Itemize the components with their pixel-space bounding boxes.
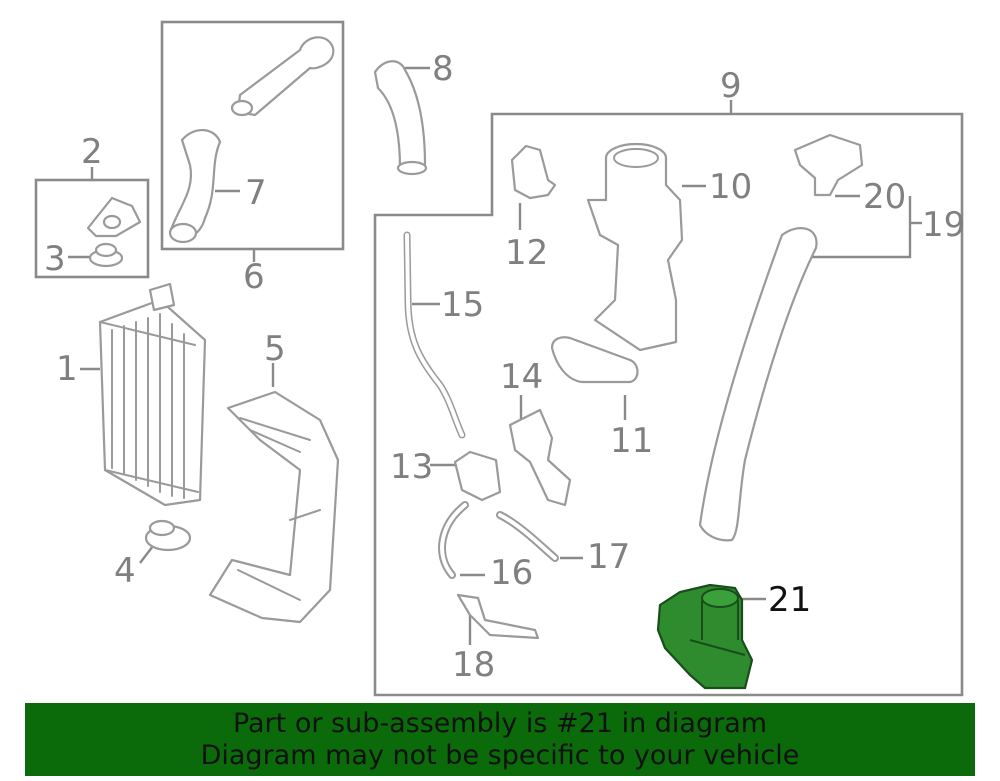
hose-part-7 (168, 129, 222, 240)
banner-line-1: Part or sub-assembly is #21 in diagram (232, 708, 768, 739)
hose-8-end (396, 160, 428, 176)
callout-2: 2 (81, 132, 103, 172)
callout-7: 7 (245, 173, 267, 213)
hose-clamp (230, 99, 254, 117)
callout-17: 17 (587, 537, 630, 577)
leader-lines (68, 66, 922, 645)
hose-upper-part (236, 36, 335, 117)
callout-12: 12 (505, 233, 548, 273)
callout-16: 16 (490, 553, 533, 593)
callout-5: 5 (264, 329, 286, 369)
callout-21: 21 (768, 580, 811, 620)
info-banner: Part or sub-assembly is #21 in diagram D… (25, 703, 975, 776)
callout-10: 10 (709, 167, 752, 207)
callout-11: 11 (610, 421, 653, 461)
bracket-part-14 (508, 408, 572, 507)
highlighted-part-21 (656, 583, 754, 690)
callout-15: 15 (441, 285, 484, 325)
pipe-bracket-part (456, 593, 540, 640)
rubber-mount-part (144, 519, 192, 552)
intercooler-part (98, 282, 207, 507)
sensor-part-12 (510, 144, 557, 200)
callout-19: 19 (922, 205, 965, 245)
mount-bracket-part (86, 196, 142, 238)
callout-8: 8 (432, 49, 454, 89)
callout-6: 6 (243, 257, 265, 297)
callout-20: 20 (863, 177, 906, 217)
hose-part-19 (698, 227, 818, 542)
callout-4: 4 (114, 551, 136, 591)
callout-1: 1 (56, 349, 78, 389)
callout-13: 13 (390, 447, 433, 487)
throttle-body-part (586, 142, 684, 352)
callout-18: 18 (452, 645, 495, 685)
callout-3: 3 (44, 239, 66, 279)
gasket-part (550, 336, 639, 384)
sensor-part-20 (793, 133, 864, 197)
pipe-part-15 (403, 231, 466, 439)
callout-9: 9 (720, 66, 742, 106)
hose-7-end (168, 222, 198, 244)
group-box-9 (373, 112, 964, 697)
callout-14: 14 (500, 357, 543, 397)
hose-part-8 (373, 60, 427, 170)
air-guide-part (208, 390, 340, 624)
grommet-part (88, 242, 124, 268)
banner-line-2: Diagram may not be specific to your vehi… (200, 740, 800, 771)
solenoid-part (453, 450, 502, 502)
group-box-6 (160, 20, 345, 251)
